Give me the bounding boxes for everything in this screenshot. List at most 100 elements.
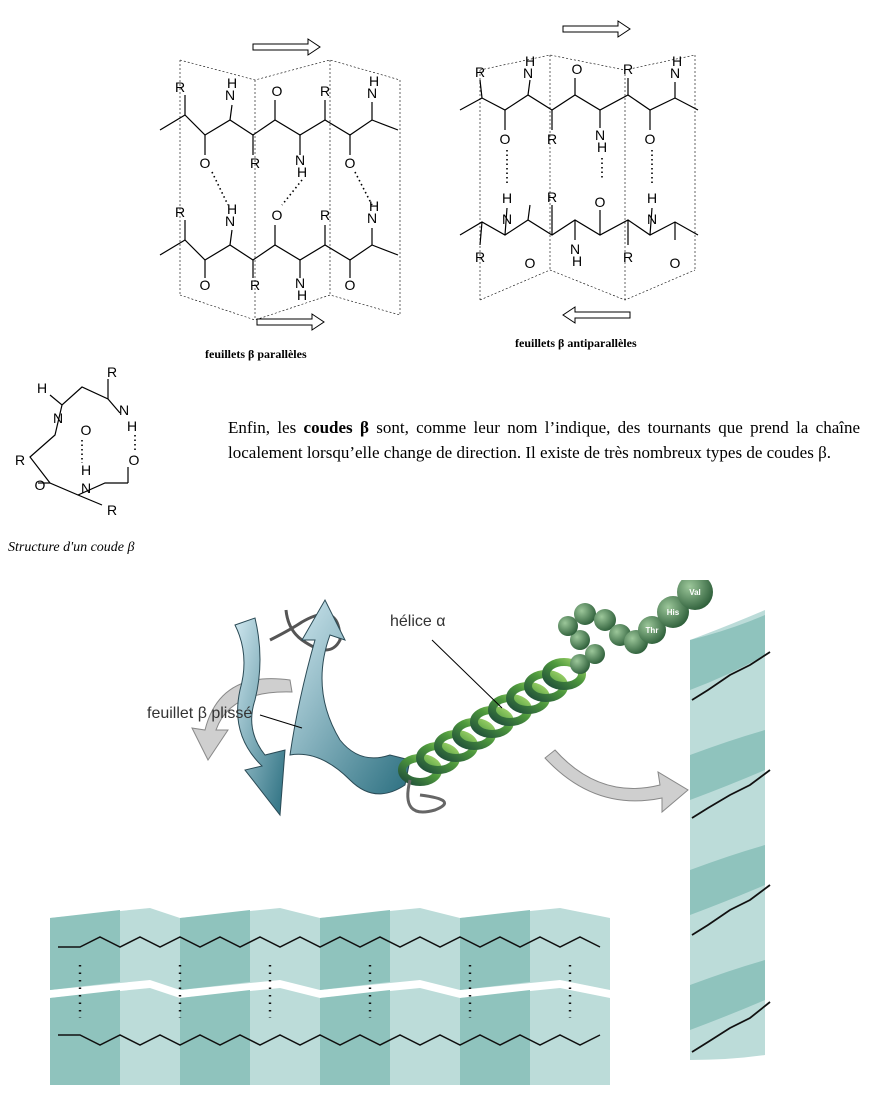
atom-o: O xyxy=(129,452,140,468)
alpha-helix-label: hélice α xyxy=(390,613,446,630)
helix-leader-line xyxy=(431,639,503,709)
atom-n: N xyxy=(647,211,657,227)
direction-arrow-top xyxy=(562,20,631,38)
residue-val-label: Val xyxy=(689,588,701,597)
atom-h: H xyxy=(647,190,657,206)
atom-o: O xyxy=(272,83,283,99)
atom-n: N xyxy=(670,65,680,81)
atom-n: N xyxy=(502,211,512,227)
atom-n: N xyxy=(81,480,91,496)
atom-h: H xyxy=(81,462,91,478)
beta-turn-caption: Structure d'un coude β xyxy=(8,540,135,555)
atom-n: N xyxy=(595,127,605,143)
atom-r: R xyxy=(175,79,185,95)
atom-h: H xyxy=(127,418,137,434)
atom-o: O xyxy=(272,207,283,223)
atom-h: H xyxy=(572,253,582,269)
atom-n: N xyxy=(523,65,533,81)
chain-2-atoms: H N R O H N R O N H R O xyxy=(475,189,681,271)
atom-r: R xyxy=(15,452,25,468)
direction-arrow-bottom xyxy=(562,306,631,324)
atom-h: H xyxy=(297,164,307,180)
atom-r: R xyxy=(175,204,185,220)
atom-n: N xyxy=(295,152,305,168)
atom-h: H xyxy=(227,75,237,91)
beta-sheet-label: feuillet β plissé xyxy=(147,705,253,722)
residue-thr-label: Thr xyxy=(646,626,659,635)
atom-o: O xyxy=(595,194,606,210)
atom-n: N xyxy=(119,402,129,418)
chain-2-atoms: R N H O R N H O R N H O xyxy=(175,198,379,303)
residue-his-ball xyxy=(657,596,689,628)
alpha-helix xyxy=(398,658,586,786)
atom-h: H xyxy=(369,198,379,214)
backbone-chain-2 xyxy=(159,220,399,278)
atom-o: O xyxy=(200,155,211,171)
atom-n: N xyxy=(225,87,235,103)
atom-r: R xyxy=(250,277,260,293)
backbone-chain-1 xyxy=(159,95,399,155)
atom-o: O xyxy=(345,277,356,293)
atom-h: H xyxy=(227,201,237,217)
atom-n: N xyxy=(295,275,305,291)
turn-atoms: R H N O N H R O H N O R xyxy=(15,365,140,518)
helix-tail xyxy=(406,779,447,814)
beta-turn-term: coudes β xyxy=(303,418,369,437)
atom-n: N xyxy=(53,410,63,426)
atom-o: O xyxy=(572,61,583,77)
atom-o: O xyxy=(500,131,511,147)
atom-h: H xyxy=(525,53,535,69)
direction-arrow-top xyxy=(252,38,321,56)
atom-r: R xyxy=(547,189,557,205)
beta-turn-paragraph: Enfin, les coudes β sont, comme leur nom… xyxy=(228,418,861,462)
residue-labels: Val His Thr xyxy=(646,588,701,635)
chain-1-atoms: R N H O R N H O R N H O xyxy=(175,73,379,180)
atom-h: H xyxy=(672,53,682,69)
atom-r: R xyxy=(320,83,330,99)
atom-r: R xyxy=(475,249,485,265)
turn-hydrogen-bonds xyxy=(81,435,136,463)
atom-h: H xyxy=(369,73,379,89)
pleat-outline xyxy=(479,54,696,301)
atom-h: H xyxy=(37,380,47,396)
atom-r: R xyxy=(107,365,117,380)
turn-backbone xyxy=(29,379,129,506)
beta-turn-diagram: R H N O N H R O H N O R xyxy=(15,365,140,518)
curved-arrow-right xyxy=(544,749,689,814)
parallel-sheet-caption: feuillets β parallèles xyxy=(205,347,307,361)
sheet-leader-line xyxy=(259,714,303,729)
chain-1-atoms: R N H O R N H O R N H O xyxy=(475,53,682,155)
antiparallel-sheet-caption: feuillets β antiparallèles xyxy=(515,336,637,350)
backbone-chain-2 xyxy=(459,204,699,246)
atom-o: O xyxy=(670,255,681,271)
amino-acid-chain xyxy=(558,580,713,674)
backbone-chain-1 xyxy=(459,78,699,130)
beta-sheet-ribbons xyxy=(234,598,411,817)
atom-h: H xyxy=(502,190,512,206)
parallel-sheet-diagram: R N H O R N H O R N H O R N H O R N H O … xyxy=(159,38,401,331)
hydrogen-bonds-antiparallel xyxy=(506,150,653,185)
atom-r: R xyxy=(547,131,557,147)
atom-o: O xyxy=(345,155,356,171)
atom-r: R xyxy=(250,155,260,171)
hydrogen-bonds-parallel xyxy=(211,171,373,206)
atom-o: O xyxy=(525,255,536,271)
protein-structure-illustration: Val His Thr xyxy=(50,580,771,1085)
pleated-sheet-strip xyxy=(50,908,610,1085)
atom-r: R xyxy=(623,61,633,77)
atom-n: N xyxy=(570,241,580,257)
atom-o: O xyxy=(200,277,211,293)
atom-h: H xyxy=(597,139,607,155)
atom-n: N xyxy=(225,213,235,229)
pleat-outline xyxy=(179,59,401,321)
atom-o: O xyxy=(81,422,92,438)
atom-n: N xyxy=(367,85,377,101)
antiparallel-sheet-diagram: R N H O R N H O R N H O H N R O H N R O … xyxy=(459,20,699,324)
atom-r: R xyxy=(623,249,633,265)
residue-thr-ball xyxy=(638,616,666,644)
direction-arrow-bottom xyxy=(256,313,325,331)
atom-h: H xyxy=(297,287,307,303)
atom-n: N xyxy=(367,210,377,226)
atom-o: O xyxy=(645,131,656,147)
residue-his-label: His xyxy=(667,608,680,617)
